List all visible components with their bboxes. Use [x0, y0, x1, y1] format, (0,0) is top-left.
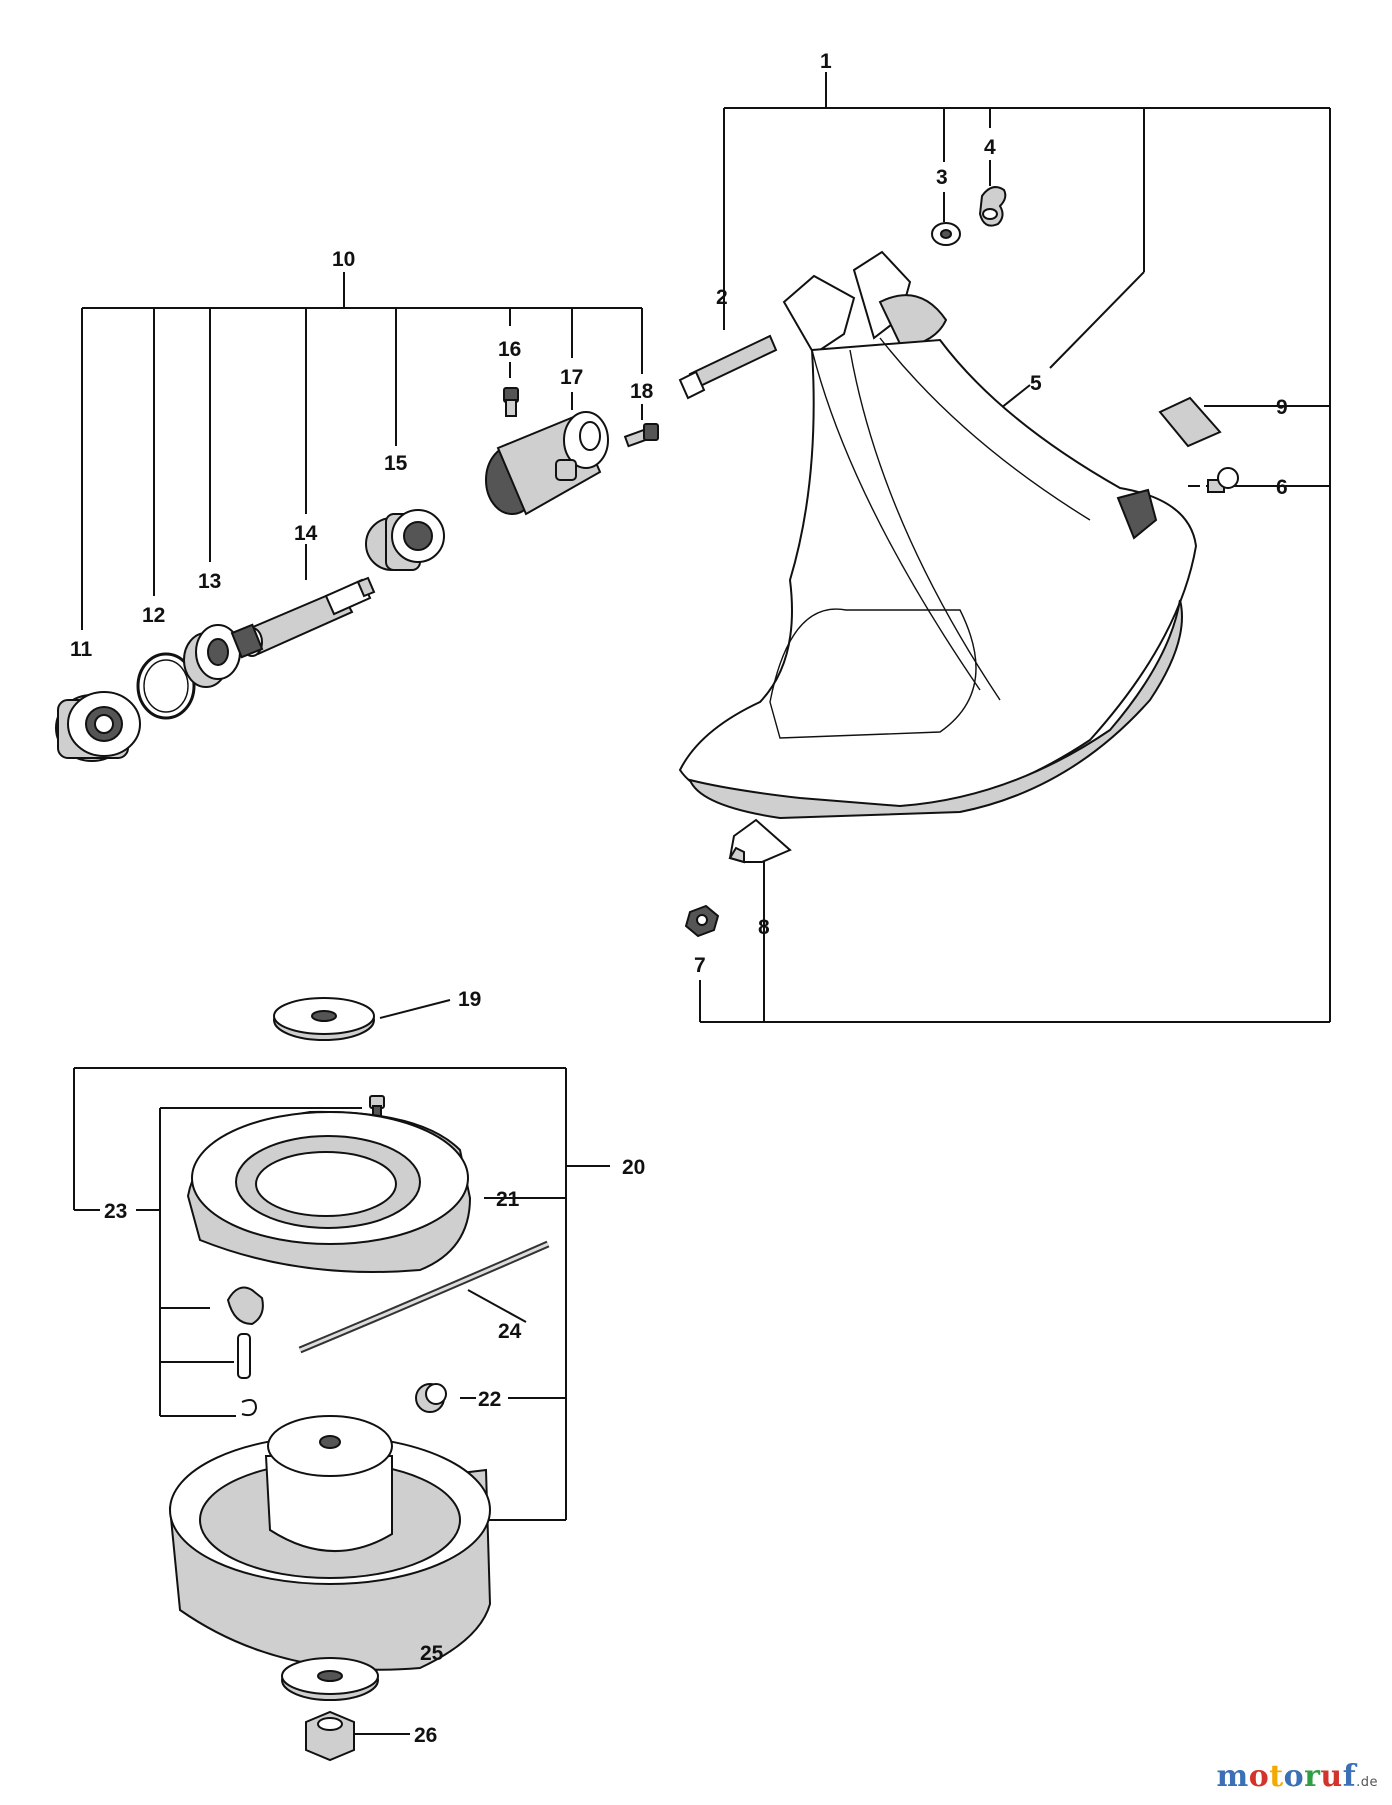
- label-8: 8: [758, 916, 770, 939]
- part-2-bolt: [678, 334, 778, 400]
- part-pin: [237, 1333, 251, 1379]
- label-21: 21: [496, 1188, 520, 1211]
- part-labels: 1 2 3 4 5 6 7 8 9 10 11 12 13 14 15 16 1…: [70, 50, 1288, 1747]
- part-25-washer: [281, 1657, 379, 1701]
- watermark-suffix: .de: [1356, 1775, 1378, 1790]
- label-2: 2: [716, 286, 728, 309]
- label-25: 25: [420, 1642, 444, 1665]
- label-3: 3: [936, 166, 948, 189]
- label-10: 10: [332, 248, 355, 271]
- part-11-cap: [55, 691, 141, 762]
- watermark-letter: m: [1216, 1759, 1249, 1794]
- watermark-letter: r: [1304, 1759, 1321, 1794]
- part-button: [226, 1286, 264, 1326]
- watermark-letter: f: [1342, 1759, 1357, 1794]
- part-5-shield: [678, 250, 1198, 820]
- watermark-letter: u: [1320, 1759, 1343, 1794]
- part-22-eyelet: [415, 1383, 447, 1413]
- part-17-gear-case: [485, 411, 609, 516]
- part-spring: [241, 1399, 258, 1417]
- part-3-washer: [931, 222, 961, 246]
- label-18: 18: [630, 380, 654, 403]
- label-11: 11: [70, 638, 93, 661]
- label-13: 13: [198, 570, 221, 593]
- label-12: 12: [142, 604, 165, 627]
- part-13-bearing: [183, 624, 241, 688]
- part-9-patch: [1158, 396, 1222, 448]
- part-19-washer: [273, 997, 375, 1041]
- label-24: 24: [498, 1320, 522, 1343]
- part-7-nut: [684, 904, 720, 938]
- part-16-bolt: [503, 387, 519, 417]
- label-20: 20: [622, 1156, 645, 1179]
- part-15-bearing: [365, 509, 445, 571]
- label-15: 15: [384, 452, 408, 475]
- label-4: 4: [984, 136, 996, 159]
- label-14: 14: [294, 522, 318, 545]
- watermark-letter: t: [1269, 1759, 1284, 1794]
- label-26: 26: [414, 1724, 437, 1747]
- watermark-letter: o: [1283, 1759, 1305, 1794]
- watermark-letter: o: [1248, 1759, 1270, 1794]
- label-7: 7: [694, 954, 706, 977]
- label-5: 5: [1030, 372, 1042, 395]
- part-8-bracket: [728, 818, 792, 864]
- part-12-snap-ring: [136, 652, 196, 720]
- part-4-wing-nut: [978, 186, 1007, 227]
- watermark-logo: motoruf.de: [1216, 1759, 1378, 1794]
- part-21-cover: [186, 1110, 472, 1273]
- part-26-nut: [305, 1710, 355, 1762]
- label-22: 22: [478, 1388, 501, 1411]
- label-16: 16: [498, 338, 521, 361]
- label-17: 17: [560, 366, 583, 389]
- label-23: 23: [104, 1200, 127, 1223]
- part-14-shaft: [230, 576, 376, 659]
- label-9: 9: [1276, 396, 1288, 419]
- part-18-bolt: [623, 423, 659, 448]
- label-1: 1: [820, 50, 832, 73]
- label-6: 6: [1276, 476, 1288, 499]
- watermark-text: motoruf: [1216, 1759, 1356, 1794]
- label-19: 19: [458, 988, 481, 1011]
- part-spool-housing: [168, 1415, 492, 1671]
- part-24-line: [298, 1240, 550, 1354]
- part-6-screw: [1207, 467, 1239, 493]
